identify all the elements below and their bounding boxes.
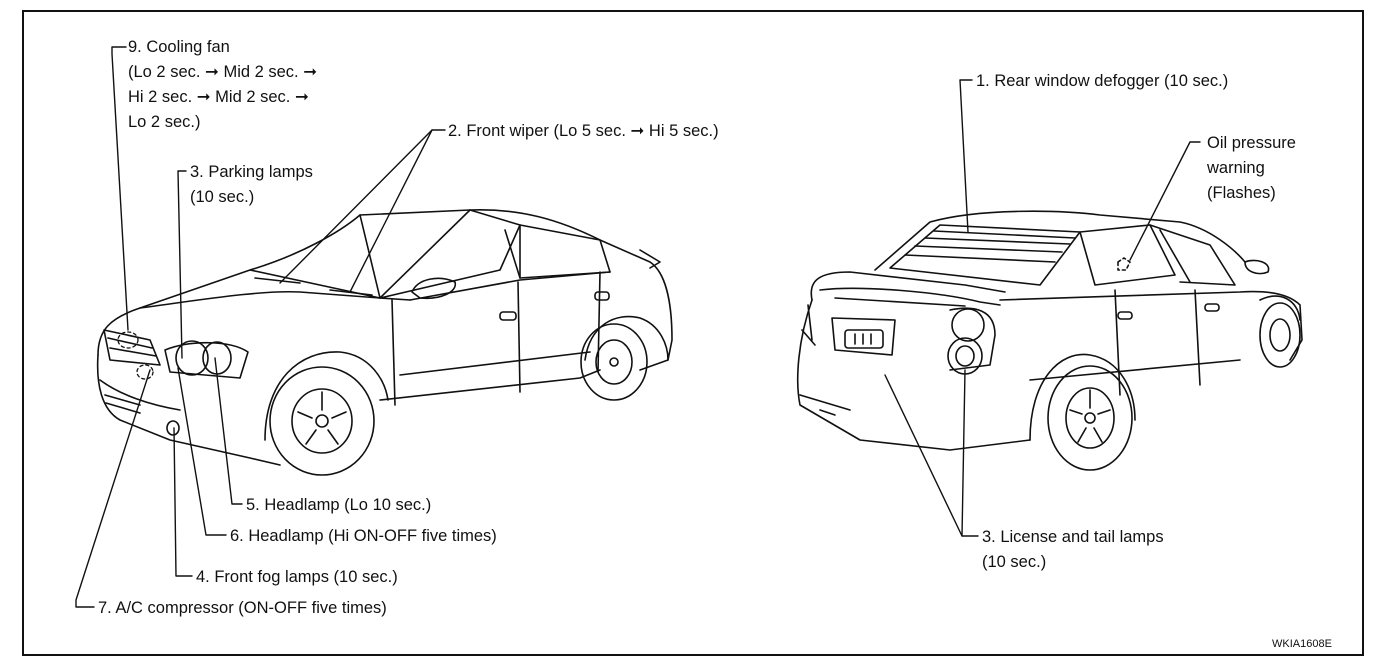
ac-compressor-label: 7. A/C compressor (ON-OFF five times) xyxy=(98,599,387,617)
headlamp-lo-label: 5. Headlamp (Lo 10 sec.) xyxy=(246,496,432,514)
front-car-drawing xyxy=(96,208,673,476)
cooling-fan-sequence-line1: (Lo 2 sec. ➞ Mid 2 sec. ➞ xyxy=(128,63,318,81)
parking-lamps-label: 3. Parking lamps xyxy=(190,163,313,181)
leader-lines xyxy=(75,46,1201,608)
license-tail-lamps-duration: (10 sec.) xyxy=(982,553,1047,571)
cooling-fan-sequence-line2: Hi 2 sec. ➞ Mid 2 sec. ➞ xyxy=(128,88,309,106)
oil-pressure-flashes: (Flashes) xyxy=(1207,184,1276,202)
oil-pressure-label-line2: warning xyxy=(1207,159,1265,177)
rear-defogger-label: 1. Rear window defogger (10 sec.) xyxy=(976,72,1229,90)
figure-frame xyxy=(22,10,1364,656)
cooling-fan-sequence-line3: Lo 2 sec.) xyxy=(128,113,201,131)
headlamp-hi-label: 6. Headlamp (Hi ON-OFF five times) xyxy=(230,527,497,545)
front-wiper-label: 2. Front wiper (Lo 5 sec. ➞ Hi 5 sec.) xyxy=(448,122,719,140)
oil-pressure-label: Oil pressure xyxy=(1207,134,1296,152)
cooling-fan-label: 9. Cooling fan xyxy=(128,38,230,56)
front-fog-lamps-label: 4. Front fog lamps (10 sec.) xyxy=(196,568,398,586)
rear-car-drawing xyxy=(796,210,1303,471)
license-tail-lamps-label: 3. License and tail lamps xyxy=(982,528,1164,546)
hidden-component-markers xyxy=(117,331,154,380)
parking-lamps-duration: (10 sec.) xyxy=(190,188,255,206)
figure-code: WKIA1608E xyxy=(1272,638,1332,650)
